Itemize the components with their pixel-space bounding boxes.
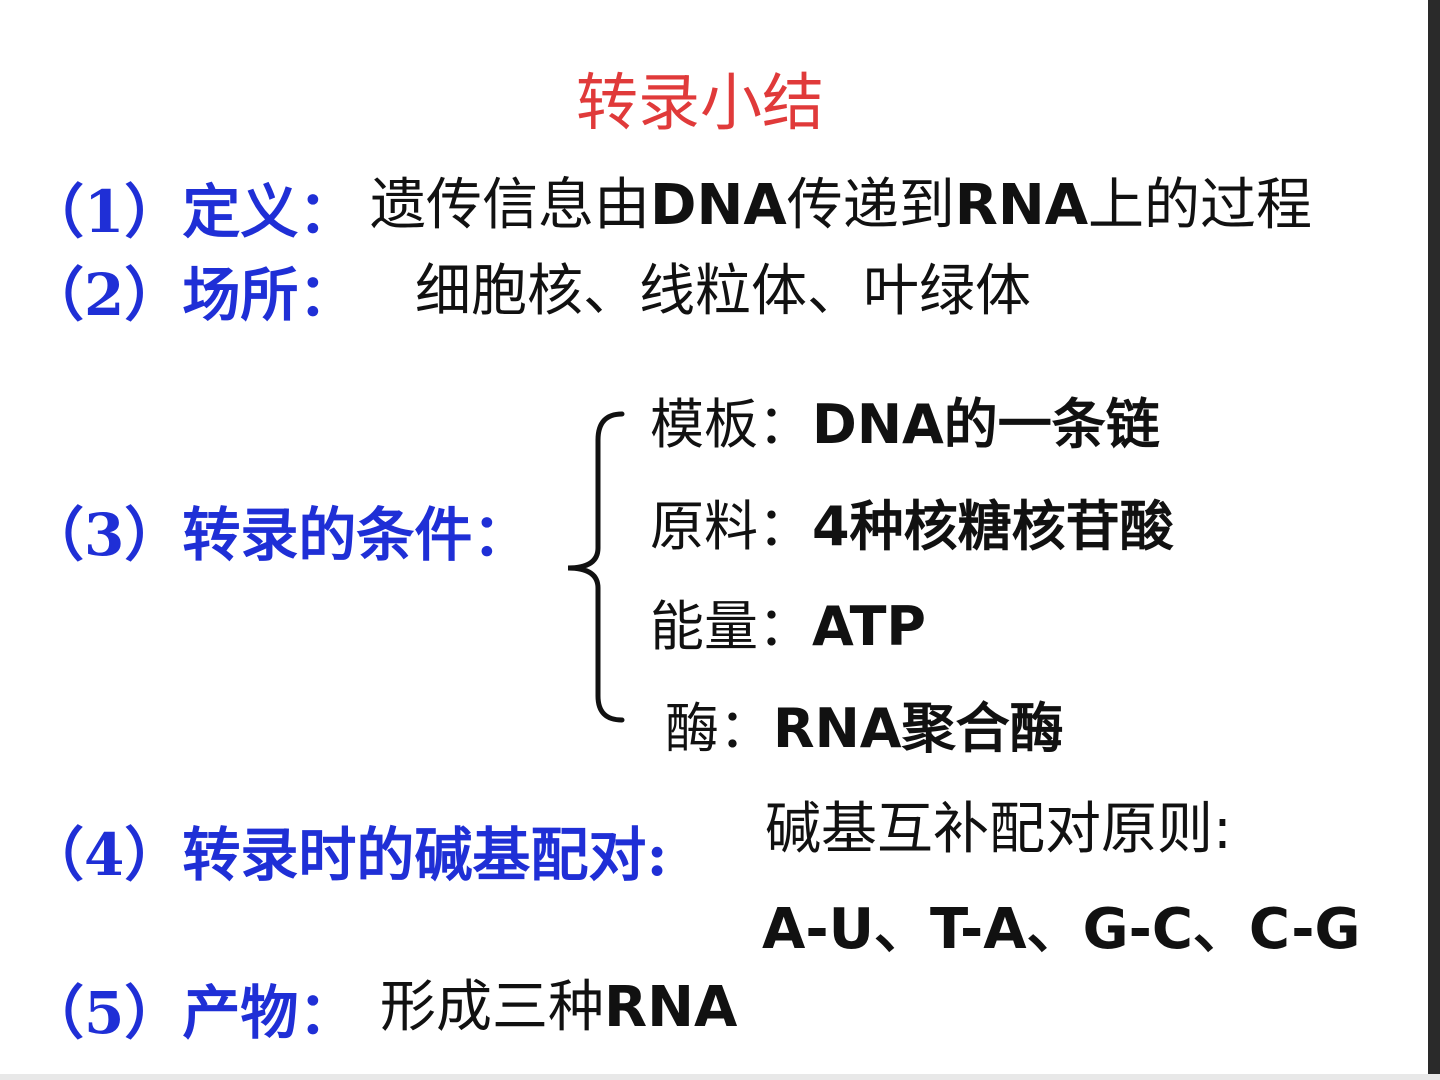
condition-enzyme-value: RNA聚合酶 [773, 697, 1064, 760]
location-value: 细胞核、线粒体、叶绿体 [415, 259, 1031, 324]
right-border [1428, 0, 1440, 1080]
base-pairing-label: （4）转录时的碱基配对: [26, 821, 668, 889]
definition-value: 遗传信息由DNA传递到RNA上的过程 [370, 160, 1312, 241]
page-title: 转录小结 [575, 66, 824, 139]
condition-material-key: 原料： [650, 495, 812, 558]
condition-enzyme-key: 酶： [665, 697, 773, 760]
definition-rna: RNA [954, 173, 1089, 238]
condition-template: 模板：DNA的一条链 [650, 380, 1160, 459]
base-pairing-rule: 碱基互补配对原则: [765, 797, 1232, 862]
conditions-label: （3）转录的条件： [26, 501, 531, 569]
definition-text-1: 遗传信息由 [370, 173, 650, 238]
definition-label: （1）定义： [26, 178, 357, 246]
condition-enzyme: 酶：RNA聚合酶 [665, 684, 1064, 763]
base-pairs: A-U、T-A、G-C、C-G [762, 897, 1361, 962]
definition-dna: DNA [650, 173, 787, 238]
definition-text-2: 传递到 [786, 173, 955, 238]
product-rna: RNA [604, 975, 738, 1040]
product-text: 形成三种 [380, 975, 604, 1040]
condition-template-value: DNA的一条链 [812, 393, 1160, 456]
definition-text-3: 上的过程 [1088, 173, 1313, 238]
product-value: 形成三种RNA [380, 962, 737, 1043]
condition-energy-key: 能量： [650, 595, 812, 658]
curly-brace-icon [567, 411, 625, 723]
condition-material: 原料：4种核糖核苷酸 [650, 482, 1174, 561]
condition-template-key: 模板： [650, 393, 812, 456]
location-label: （2）场所： [26, 261, 357, 329]
condition-material-value: 4种核糖核苷酸 [812, 495, 1174, 558]
condition-energy-value: ATP [812, 595, 927, 658]
product-label: （5）产物： [26, 979, 357, 1047]
condition-energy: 能量：ATP [650, 582, 926, 661]
bottom-border [0, 1074, 1440, 1080]
